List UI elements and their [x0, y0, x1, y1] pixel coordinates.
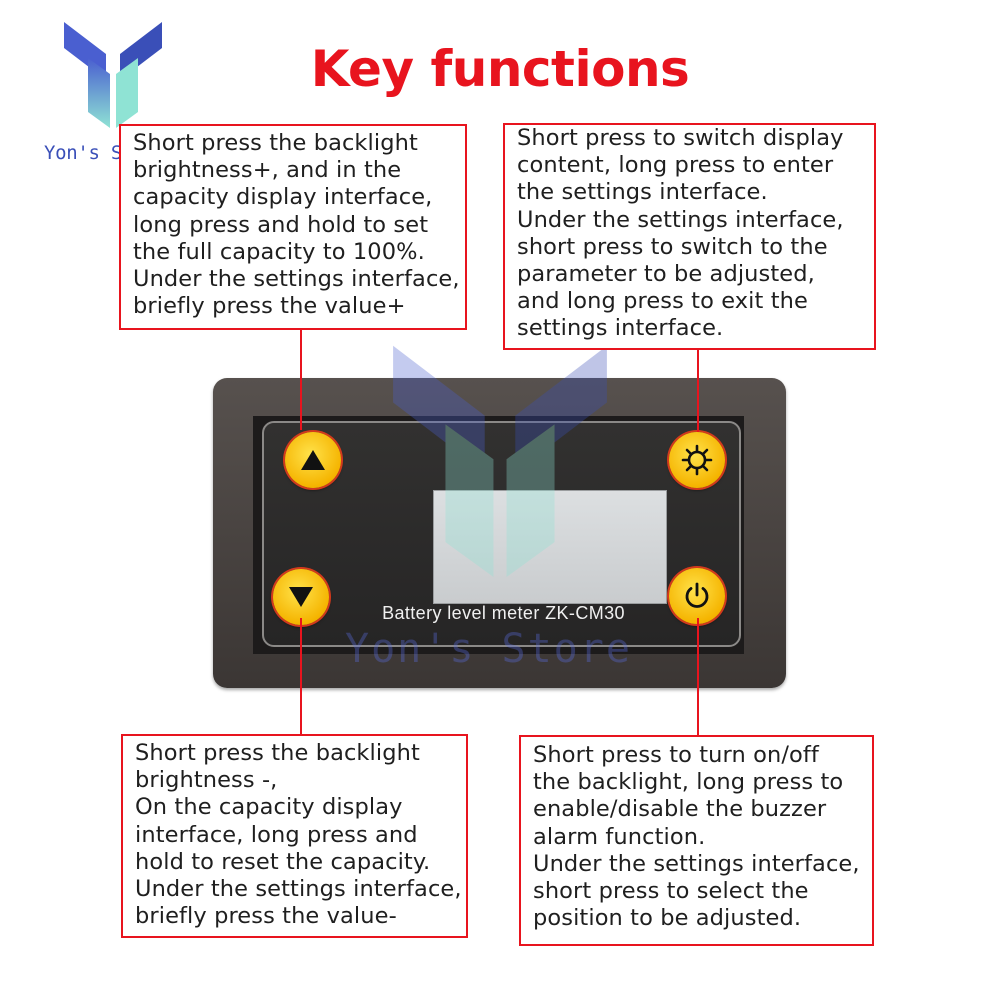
- description-line: briefly press the value+: [133, 293, 406, 320]
- description-line: Short press to turn on/off: [533, 742, 819, 768]
- description-line: Short press the backlight: [135, 740, 420, 766]
- watermark-text: Yon's Store: [345, 626, 632, 672]
- watermark-logo-icon: [393, 345, 607, 578]
- description-line: short press to select the: [533, 878, 809, 905]
- down-button-description: Short press the backlight brightness -, …: [121, 734, 468, 938]
- connector-line-up: [300, 330, 302, 430]
- gear-icon: [681, 444, 713, 476]
- description-line: Short press to switch display: [517, 125, 844, 151]
- description-line: Under the settings interface,: [533, 850, 860, 877]
- description-line: the backlight, long press to: [533, 769, 844, 796]
- power-icon: [685, 582, 709, 608]
- description-line: hold to reset the capacity.: [135, 848, 431, 875]
- description-line: capacity display interface,: [133, 184, 433, 211]
- power-button[interactable]: [669, 568, 725, 624]
- description-line: enable/disable the buzzer: [533, 796, 827, 823]
- description-line: Under the settings interface,: [517, 206, 844, 233]
- power-button-description: Short press to turn on/off the backlight…: [519, 735, 874, 946]
- description-line: parameter to be adjusted,: [517, 261, 815, 288]
- description-line: brightness -,: [135, 767, 278, 794]
- connector-line-down: [300, 618, 302, 734]
- description-line: short press to switch to the: [517, 233, 828, 260]
- description-line: content, long press to enter: [517, 152, 834, 179]
- up-button[interactable]: [285, 432, 341, 488]
- up-button-description: Short press the backlight brightness+, a…: [119, 124, 467, 330]
- description-line: briefly press the value-: [135, 903, 397, 930]
- description-line: long press and hold to set: [133, 211, 429, 238]
- description-line: position to be adjusted.: [533, 905, 802, 932]
- device-front-panel: Battery level meter ZK-CM30: [262, 421, 741, 647]
- description-line: On the capacity display: [135, 794, 403, 821]
- triangle-up-icon: [301, 450, 325, 470]
- settings-button-description: Short press to switch display content, l…: [503, 123, 876, 350]
- description-line: brightness+, and in the: [133, 157, 402, 184]
- triangle-down-icon: [289, 587, 313, 607]
- connector-line-power: [697, 618, 699, 735]
- description-line: the full capacity to 100%.: [133, 238, 425, 265]
- description-line: Short press the backlight: [133, 130, 418, 156]
- page-title: Key functions: [310, 40, 690, 98]
- description-line: interface, long press and: [135, 821, 418, 848]
- settings-button[interactable]: [669, 432, 725, 488]
- description-line: the settings interface.: [517, 179, 768, 206]
- description-line: and long press to exit the: [517, 288, 808, 315]
- description-line: settings interface.: [517, 315, 724, 342]
- down-button[interactable]: [273, 569, 329, 625]
- description-line: alarm function.: [533, 823, 706, 850]
- lcd-screen: [433, 490, 667, 604]
- description-line: Under the settings interface,: [133, 266, 460, 293]
- description-line: Under the settings interface,: [135, 876, 462, 903]
- device-model-label: Battery level meter ZK-CM30: [382, 603, 625, 623]
- connector-line-settings: [697, 350, 699, 432]
- brand-logo-icon: [64, 22, 162, 128]
